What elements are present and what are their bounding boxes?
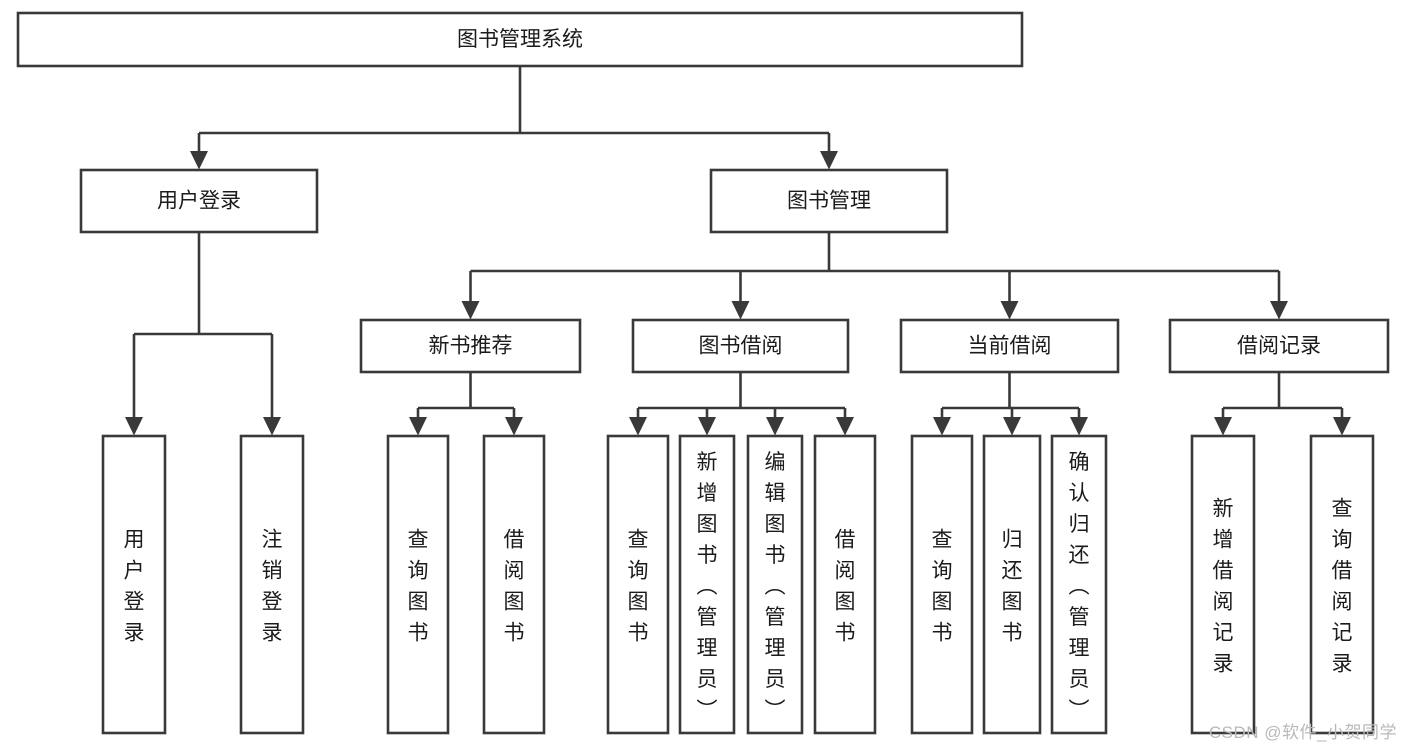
node-box[interactable] bbox=[813, 434, 877, 735]
node-label: 用户登录 bbox=[157, 190, 241, 213]
node-leaf-confirm-return[interactable]: 确认归还︵管理员︶ bbox=[1050, 434, 1108, 735]
arrow-head-icon bbox=[698, 417, 716, 436]
node-box[interactable] bbox=[482, 434, 546, 735]
node-label: 新增图书︵管理员︶ bbox=[697, 451, 718, 722]
node-box[interactable] bbox=[1168, 318, 1390, 374]
node-box[interactable] bbox=[101, 434, 167, 735]
node-label: 借阅图书 bbox=[835, 529, 856, 645]
node-label: 查询图书 bbox=[628, 529, 649, 645]
arrow-head-icon bbox=[505, 417, 523, 436]
node-label: 查询借阅记录 bbox=[1332, 498, 1353, 676]
node-root[interactable]: 图书管理系统 bbox=[16, 11, 1024, 68]
node-label: 图书管理 bbox=[787, 190, 871, 213]
arrow-head-icon bbox=[1333, 417, 1351, 436]
node-box[interactable] bbox=[746, 434, 804, 735]
node-leaf-query-record[interactable]: 查询借阅记录 bbox=[1309, 434, 1375, 735]
arrow-head-icon bbox=[190, 151, 208, 170]
node-box[interactable] bbox=[899, 318, 1120, 374]
arrow-head-icon bbox=[629, 417, 647, 436]
arrow-head-icon bbox=[1214, 417, 1232, 436]
node-leaf-logout[interactable]: 注销登录 bbox=[239, 434, 305, 735]
node-label: 借阅图书 bbox=[504, 529, 525, 645]
node-borrow-record[interactable]: 借阅记录 bbox=[1168, 318, 1390, 374]
node-box[interactable] bbox=[1050, 434, 1108, 735]
node-label: 查询图书 bbox=[932, 529, 953, 645]
node-leaf-borrow-book-2[interactable]: 借阅图书 bbox=[813, 434, 877, 735]
node-label: 注销登录 bbox=[262, 529, 283, 645]
arrow-head-icon bbox=[409, 417, 427, 436]
arrow-head-icon bbox=[263, 417, 281, 436]
node-label: 查询图书 bbox=[408, 529, 429, 645]
node-box[interactable] bbox=[1190, 434, 1256, 735]
node-label: 确认归还︵管理员︶ bbox=[1069, 451, 1090, 722]
node-label: 用户登录 bbox=[124, 529, 145, 645]
node-leaf-edit-book[interactable]: 编辑图书︵管理员︶ bbox=[746, 434, 804, 735]
node-leaf-borrow-book-1[interactable]: 借阅图书 bbox=[482, 434, 546, 735]
node-box[interactable] bbox=[1309, 434, 1375, 735]
node-box[interactable] bbox=[79, 168, 319, 234]
node-box[interactable] bbox=[910, 434, 974, 735]
node-book-manage[interactable]: 图书管理 bbox=[709, 168, 949, 234]
node-leaf-return-book[interactable]: 归还图书 bbox=[982, 434, 1042, 735]
node-leaf-add-book[interactable]: 新增图书︵管理员︶ bbox=[678, 434, 736, 735]
arrow-head-icon bbox=[1270, 301, 1288, 320]
node-new-book-rec[interactable]: 新书推荐 bbox=[359, 318, 582, 374]
node-book-borrow[interactable]: 图书借阅 bbox=[631, 318, 850, 374]
node-leaf-add-record[interactable]: 新增借阅记录 bbox=[1190, 434, 1256, 735]
node-leaf-query-book-3[interactable]: 查询图书 bbox=[910, 434, 974, 735]
node-box[interactable] bbox=[709, 168, 949, 234]
node-leaf-query-book-1[interactable]: 查询图书 bbox=[386, 434, 450, 735]
arrow-head-icon bbox=[461, 301, 480, 320]
node-current-borrow[interactable]: 当前借阅 bbox=[899, 318, 1120, 374]
node-label: 图书借阅 bbox=[699, 335, 783, 358]
connector-layer bbox=[125, 66, 1351, 436]
arrow-head-icon bbox=[125, 417, 143, 436]
node-label: 当前借阅 bbox=[968, 335, 1052, 358]
node-layer: 图书管理系统用户登录图书管理新书推荐图书借阅当前借阅借阅记录用户登录注销登录查询… bbox=[16, 11, 1390, 735]
node-box[interactable] bbox=[386, 434, 450, 735]
node-box[interactable] bbox=[678, 434, 736, 735]
node-box[interactable] bbox=[631, 318, 850, 374]
node-user-login[interactable]: 用户登录 bbox=[79, 168, 319, 234]
arrow-head-icon bbox=[836, 417, 854, 436]
node-label: 借阅记录 bbox=[1237, 335, 1321, 358]
arrow-head-icon bbox=[1000, 301, 1019, 320]
node-leaf-query-book-2[interactable]: 查询图书 bbox=[606, 434, 670, 735]
node-leaf-user-login[interactable]: 用户登录 bbox=[101, 434, 167, 735]
node-box[interactable] bbox=[359, 318, 582, 374]
arrow-head-icon bbox=[1070, 417, 1088, 436]
node-box[interactable] bbox=[606, 434, 670, 735]
arrow-head-icon bbox=[933, 417, 951, 436]
node-label: 新书推荐 bbox=[429, 335, 513, 358]
node-label: 编辑图书︵管理员︶ bbox=[765, 451, 786, 722]
node-label: 图书管理系统 bbox=[457, 28, 583, 51]
arrow-head-icon bbox=[731, 301, 750, 320]
node-box[interactable] bbox=[239, 434, 305, 735]
node-box[interactable] bbox=[16, 11, 1024, 68]
arrow-head-icon bbox=[766, 417, 784, 436]
node-label: 新增借阅记录 bbox=[1213, 498, 1234, 676]
arrow-head-icon bbox=[1003, 417, 1021, 436]
arrow-head-icon bbox=[820, 151, 838, 170]
node-label: 归还图书 bbox=[1002, 529, 1023, 645]
node-box[interactable] bbox=[982, 434, 1042, 735]
